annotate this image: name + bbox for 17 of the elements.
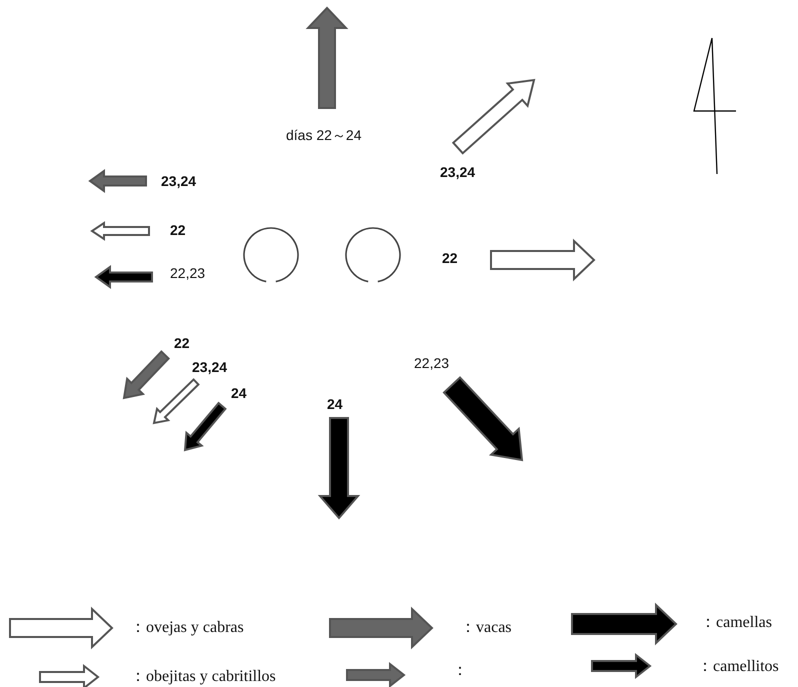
day-number: 23,24 — [440, 164, 476, 180]
legend-label: ：ovejas y cabras — [130, 619, 244, 637]
day-number: 24 — [327, 396, 343, 412]
legend-label: ：camellitos — [697, 658, 779, 676]
legend-label: ：camellas — [700, 614, 772, 632]
day-number: 23,24 — [161, 173, 196, 189]
legend-label: ：obejitas y cabritillos — [130, 668, 276, 686]
day-number: 24 — [231, 385, 247, 401]
day-number: 22 — [442, 250, 458, 266]
day-range: 22,23 — [414, 355, 450, 371]
legend-label: ：vacas — [460, 619, 512, 637]
day-number: 23,24 — [192, 359, 228, 375]
day-number: 22 — [170, 222, 186, 238]
day-range: 22,23 — [170, 265, 206, 281]
day-range: días 22～24 — [286, 127, 362, 143]
legend-label: ： — [452, 662, 468, 680]
day-number: 22 — [174, 335, 190, 351]
